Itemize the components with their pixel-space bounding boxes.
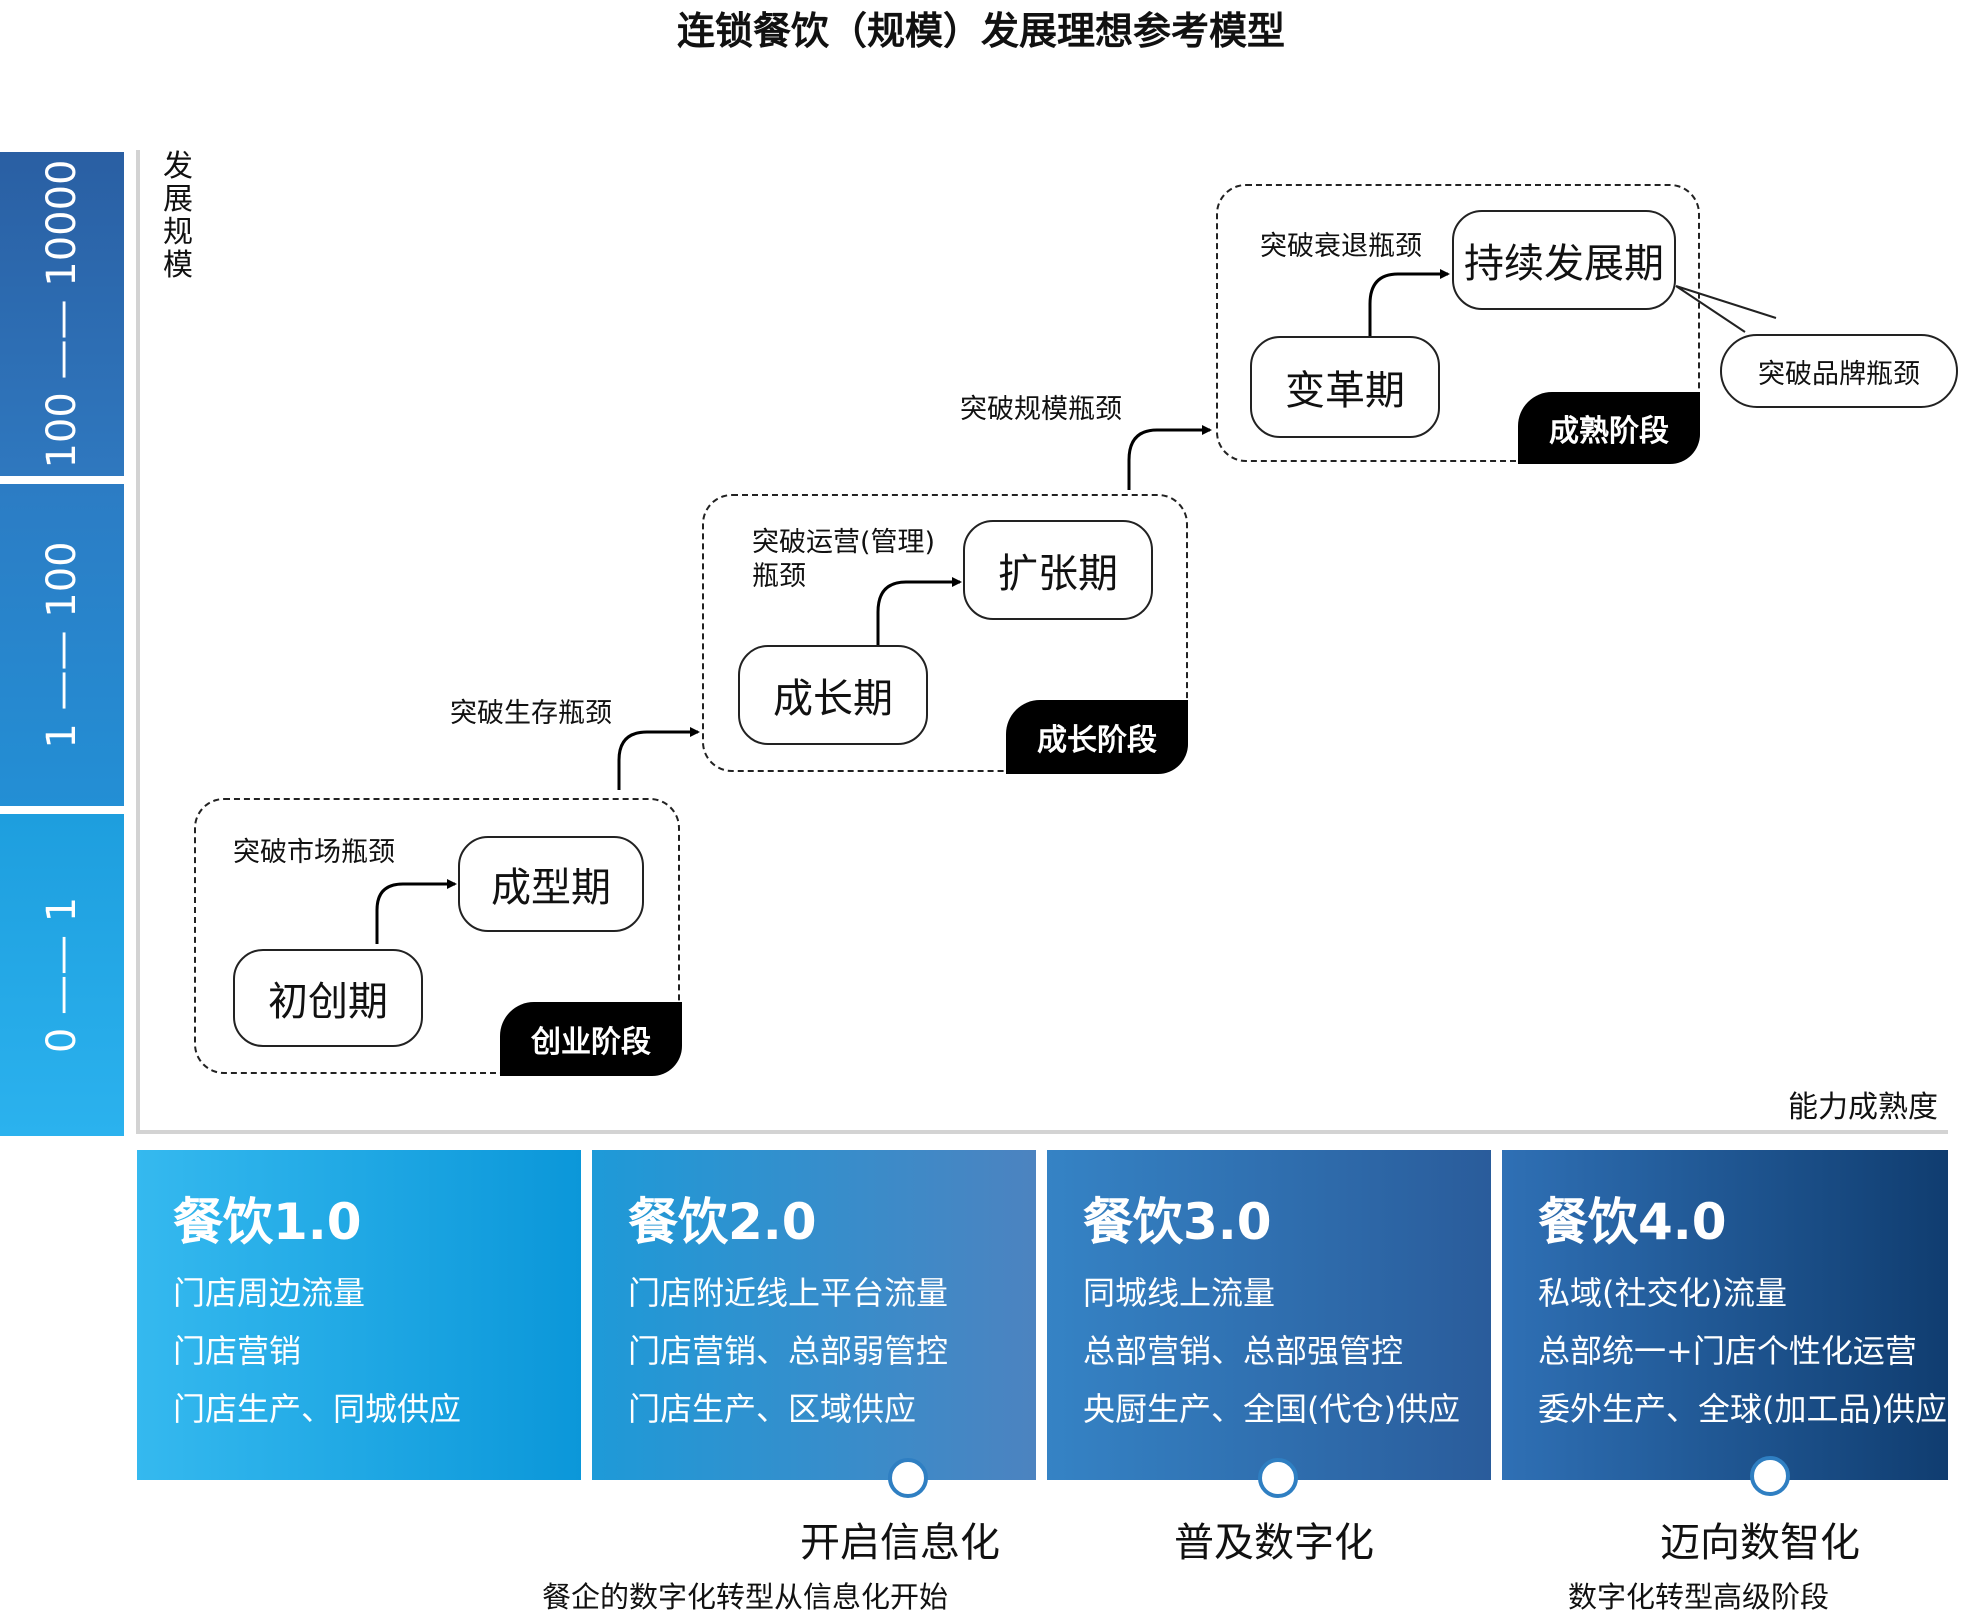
card-line: 央厨生产、全国(代仓)供应 xyxy=(1083,1390,1460,1428)
milestone-desc-intelligence: 数字化转型高级阶段 xyxy=(1568,1580,1830,1614)
bottleneck-operation: 突破运营(管理) 瓶颈 xyxy=(752,526,935,594)
arrow-growth-to-expansion xyxy=(876,577,962,646)
stage-tag-growth: 成长阶段 xyxy=(1006,700,1188,774)
page-title: 连锁餐饮（规模）发展理想参考模型 xyxy=(676,9,1285,53)
card-title: 餐饮1.0 xyxy=(173,1193,362,1251)
stage-tag-mature: 成熟阶段 xyxy=(1518,392,1700,464)
scale-band-top: 100 —— 10000 xyxy=(0,152,124,476)
period-growth: 成长期 xyxy=(738,645,928,745)
card-line: 同城线上流量 xyxy=(1083,1274,1276,1312)
arrow-survival-bottleneck xyxy=(617,727,700,790)
period-formation: 成型期 xyxy=(458,836,644,932)
y-axis-label: 发展规模 xyxy=(163,149,193,283)
milestone-title-informatization: 开启信息化 xyxy=(800,1520,1000,1566)
y-axis-line xyxy=(136,150,140,1134)
period-startup: 初创期 xyxy=(233,949,423,1047)
card-line: 总部统一+门店个性化运营 xyxy=(1538,1332,1917,1370)
milestone-dot-intelligence xyxy=(1750,1456,1790,1496)
milestone-title-intelligence: 迈向数智化 xyxy=(1660,1520,1860,1566)
card-line: 门店周边流量 xyxy=(173,1274,366,1312)
scale-band-bottom: 0 —— 1 xyxy=(0,814,124,1136)
card-line: 委外生产、全球(加工品)供应 xyxy=(1538,1390,1947,1428)
scale-band-middle: 1 —— 100 xyxy=(0,484,124,806)
x-axis-label: 能力成熟度 xyxy=(1788,1090,1938,1125)
bottleneck-decline: 突破衰退瓶颈 xyxy=(1260,231,1422,262)
milestone-dot-informatization xyxy=(888,1458,928,1498)
bottleneck-survival: 突破生存瓶颈 xyxy=(450,698,612,729)
card-catering-2: 餐饮2.0 门店附近线上平台流量 门店营销、总部弱管控 门店生产、区域供应 xyxy=(592,1150,1036,1480)
card-title: 餐饮4.0 xyxy=(1538,1193,1727,1251)
stage-startup xyxy=(194,798,680,1074)
card-title: 餐饮2.0 xyxy=(628,1193,817,1251)
stage-tag-startup: 创业阶段 xyxy=(500,1002,682,1076)
callout-pointer xyxy=(1675,285,1777,333)
stage-growth xyxy=(702,494,1188,772)
card-line: 私域(社交化)流量 xyxy=(1538,1274,1787,1312)
arrow-startup-to-formation xyxy=(375,879,457,944)
callout-brand-bottleneck: 突破品牌瓶颈 xyxy=(1720,334,1958,408)
bottleneck-market: 突破市场瓶颈 xyxy=(233,837,395,868)
milestone-title-digitalization: 普及数字化 xyxy=(1174,1520,1374,1566)
x-axis-line xyxy=(138,1130,1948,1134)
period-sustain: 持续发展期 xyxy=(1452,210,1676,310)
bottleneck-operation-line2: 瓶颈 xyxy=(752,561,806,592)
period-expansion: 扩张期 xyxy=(963,520,1153,620)
card-line: 门店生产、区域供应 xyxy=(628,1390,917,1428)
bottleneck-operation-line1: 突破运营(管理) xyxy=(752,527,936,558)
card-line: 门店生产、同城供应 xyxy=(173,1390,462,1428)
card-catering-1: 餐饮1.0 门店周边流量 门店营销 门店生产、同城供应 xyxy=(137,1150,581,1480)
period-change: 变革期 xyxy=(1250,336,1440,438)
card-line: 门店营销、总部弱管控 xyxy=(628,1332,949,1370)
card-catering-3: 餐饮3.0 同城线上流量 总部营销、总部强管控 央厨生产、全国(代仓)供应 xyxy=(1047,1150,1491,1480)
card-line: 门店附近线上平台流量 xyxy=(628,1274,949,1312)
card-catering-4: 餐饮4.0 私域(社交化)流量 总部统一+门店个性化运营 委外生产、全球(加工品… xyxy=(1502,1150,1948,1480)
bottleneck-scale: 突破规模瓶颈 xyxy=(960,394,1122,425)
card-line: 总部营销、总部强管控 xyxy=(1083,1332,1404,1370)
milestone-desc-informatization: 餐企的数字化转型从信息化开始 xyxy=(542,1580,949,1614)
stage-mature xyxy=(1216,184,1700,462)
arrow-change-to-sustain xyxy=(1368,269,1450,336)
arrow-scale-bottleneck xyxy=(1127,425,1212,490)
card-line: 门店营销 xyxy=(173,1332,302,1370)
milestone-dot-digitalization xyxy=(1258,1458,1298,1498)
card-title: 餐饮3.0 xyxy=(1083,1193,1272,1251)
